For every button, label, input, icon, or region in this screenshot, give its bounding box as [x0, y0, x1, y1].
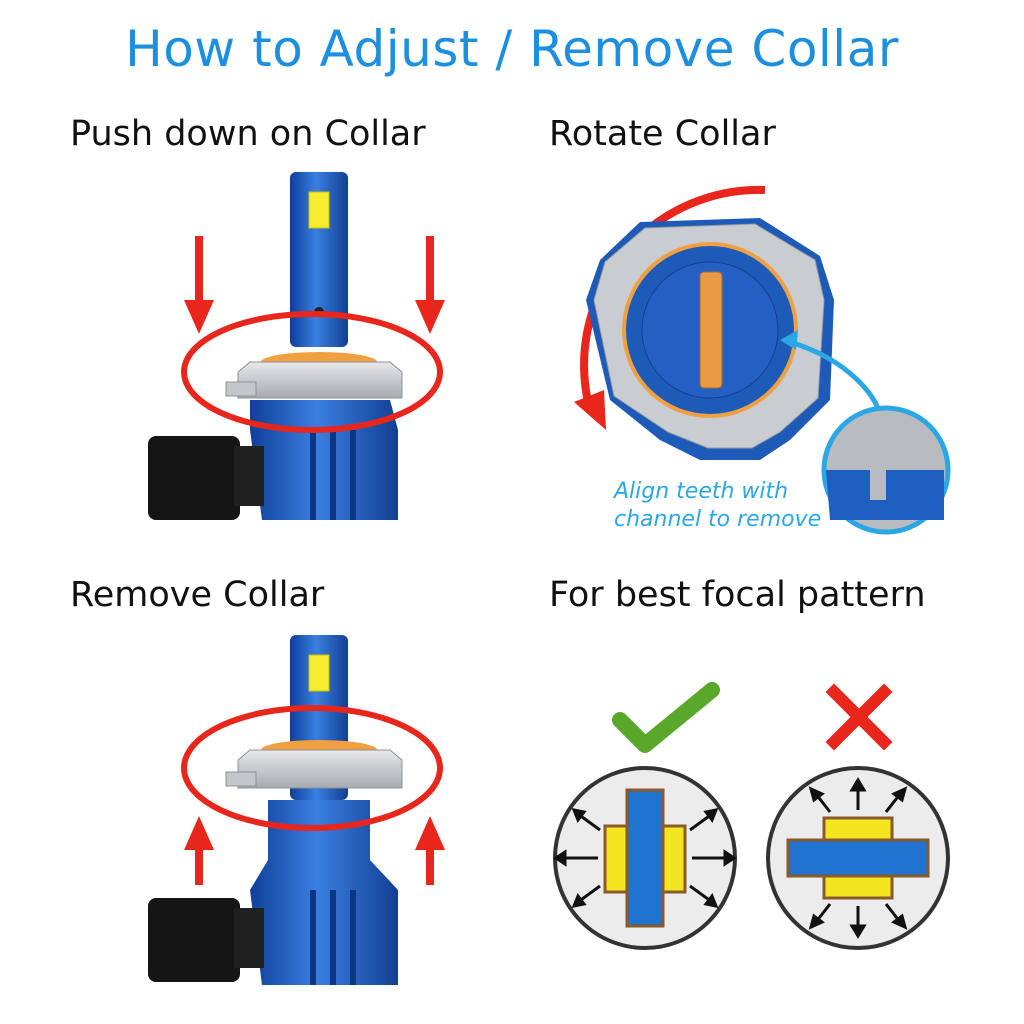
up-arrow-left — [184, 816, 214, 885]
x-icon — [825, 683, 893, 751]
heading-remove: Remove Collar — [70, 575, 325, 615]
incorrect-orientation-diagram — [766, 766, 950, 950]
correct-orientation-diagram — [553, 766, 737, 950]
led-bulb-top — [148, 172, 403, 520]
up-arrow-right — [415, 816, 445, 885]
heading-best-focal: For best focal pattern — [549, 575, 926, 615]
collar-top-view — [586, 218, 834, 460]
led-bulb-bottom — [148, 635, 403, 985]
heading-rotate: Rotate Collar — [549, 114, 776, 154]
heading-push-down: Push down on Collar — [70, 114, 426, 154]
down-arrow-right — [415, 236, 445, 334]
check-icon — [612, 682, 720, 753]
collar-highlight-ring — [181, 311, 443, 433]
collar-highlight-ring — [181, 705, 443, 831]
caption-channel-remove: channel to remove — [614, 507, 822, 532]
down-arrow-left — [184, 236, 214, 334]
page-title: How to Adjust / Remove Collar — [125, 20, 899, 78]
zoom-callout-circle — [821, 405, 951, 535]
caption-align-teeth: Align teeth with — [614, 479, 789, 504]
